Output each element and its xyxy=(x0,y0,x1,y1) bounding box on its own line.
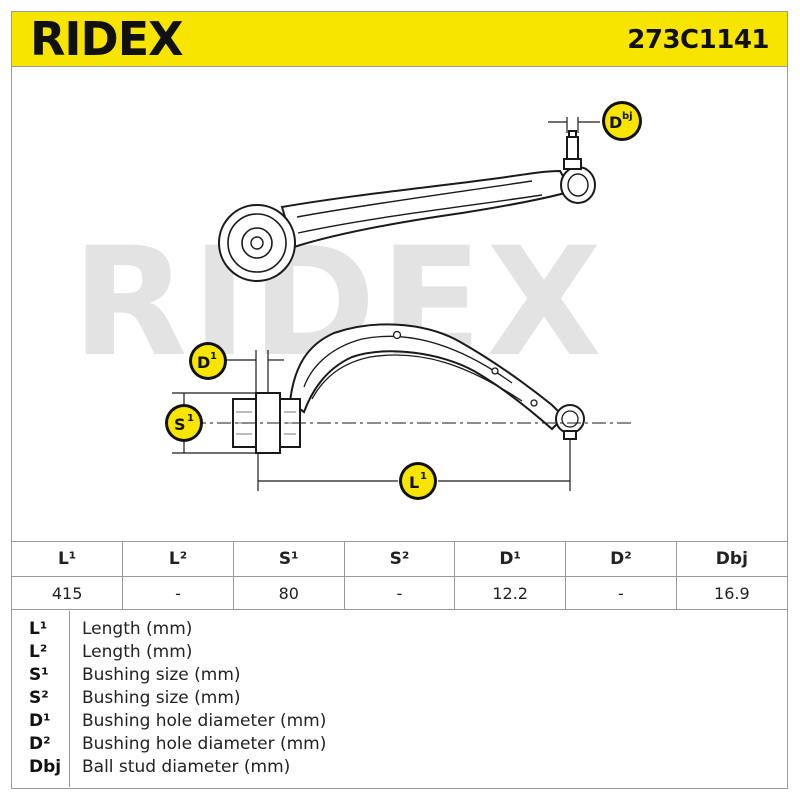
legend-code: Dbj xyxy=(29,757,62,777)
d1-dimension xyxy=(226,350,284,393)
header-bar: RIDEX 273C1141 xyxy=(12,12,787,67)
header-cell: L¹ xyxy=(12,541,124,577)
legend-row: D² Bushing hole diameter (mm) xyxy=(12,734,787,757)
legend-desc: Ball stud diameter (mm) xyxy=(82,757,291,777)
legend-row: D¹ Bushing hole diameter (mm) xyxy=(12,711,787,734)
value-cell: 415 xyxy=(12,576,124,610)
page-frame xyxy=(11,11,788,789)
spec-table: L¹ L² S¹ S² D¹ D² Dbj 415 - 80 - 12.2 - … xyxy=(12,541,787,610)
l1-dimension xyxy=(257,439,571,491)
value-cell: - xyxy=(343,576,456,610)
header-cell: S² xyxy=(343,541,456,577)
header-cell: Dbj xyxy=(675,541,787,577)
svg-text:1: 1 xyxy=(210,351,217,362)
legend-desc: Bushing hole diameter (mm) xyxy=(82,734,327,754)
legend-desc: Bushing size (mm) xyxy=(82,688,241,708)
legend-row: S¹ Bushing size (mm) xyxy=(12,665,787,688)
legend: L¹ Length (mm) L² Length (mm) S¹ Bushing… xyxy=(12,611,787,787)
legend-code: D¹ xyxy=(29,711,51,731)
arm-top-view xyxy=(218,130,596,282)
svg-text:S: S xyxy=(174,415,186,434)
legend-row: Dbj Ball stud diameter (mm) xyxy=(12,757,787,780)
svg-text:L: L xyxy=(409,473,419,492)
legend-desc: Bushing size (mm) xyxy=(82,665,241,685)
legend-divider xyxy=(69,611,70,787)
legend-row: L² Length (mm) xyxy=(12,642,787,665)
spec-table-header: L¹ L² S¹ S² D¹ D² Dbj xyxy=(12,541,787,577)
header-cell: D² xyxy=(565,541,677,577)
svg-text:1: 1 xyxy=(187,413,194,424)
legend-code: S¹ xyxy=(29,665,49,685)
value-cell: 16.9 xyxy=(675,576,787,610)
spec-table-values: 415 - 80 - 12.2 - 16.9 xyxy=(12,576,787,610)
value-cell: - xyxy=(565,576,677,610)
header-cell: S¹ xyxy=(232,541,345,577)
header-cell: L² xyxy=(122,541,234,577)
header-cell: D¹ xyxy=(454,541,567,577)
legend-row: L¹ Length (mm) xyxy=(12,619,787,642)
legend-desc: Bushing hole diameter (mm) xyxy=(82,711,327,731)
dbj-dimension xyxy=(548,117,600,133)
legend-code: L² xyxy=(29,642,48,662)
svg-text:D: D xyxy=(197,353,210,372)
legend-code: S² xyxy=(29,688,49,708)
technical-drawing: RIDEX D bj xyxy=(72,101,642,500)
value-cell: 12.2 xyxy=(454,576,567,610)
svg-text:D: D xyxy=(609,113,622,132)
svg-text:1: 1 xyxy=(420,471,427,482)
s1-badge: S 1 xyxy=(165,404,203,442)
dbj-badge: D bj xyxy=(602,101,642,141)
value-cell: - xyxy=(122,576,234,610)
d1-badge: D 1 xyxy=(189,342,227,380)
l1-badge: L 1 xyxy=(399,462,437,500)
legend-desc: Length (mm) xyxy=(82,619,193,639)
legend-code: L¹ xyxy=(29,619,48,639)
svg-text:bj: bj xyxy=(622,111,633,122)
brand-logo: RIDEX xyxy=(30,12,184,66)
value-cell: 80 xyxy=(232,576,345,610)
legend-row: S² Bushing size (mm) xyxy=(12,688,787,711)
legend-desc: Length (mm) xyxy=(82,642,193,662)
part-number: 273C1141 xyxy=(627,25,769,55)
legend-code: D² xyxy=(29,734,51,754)
